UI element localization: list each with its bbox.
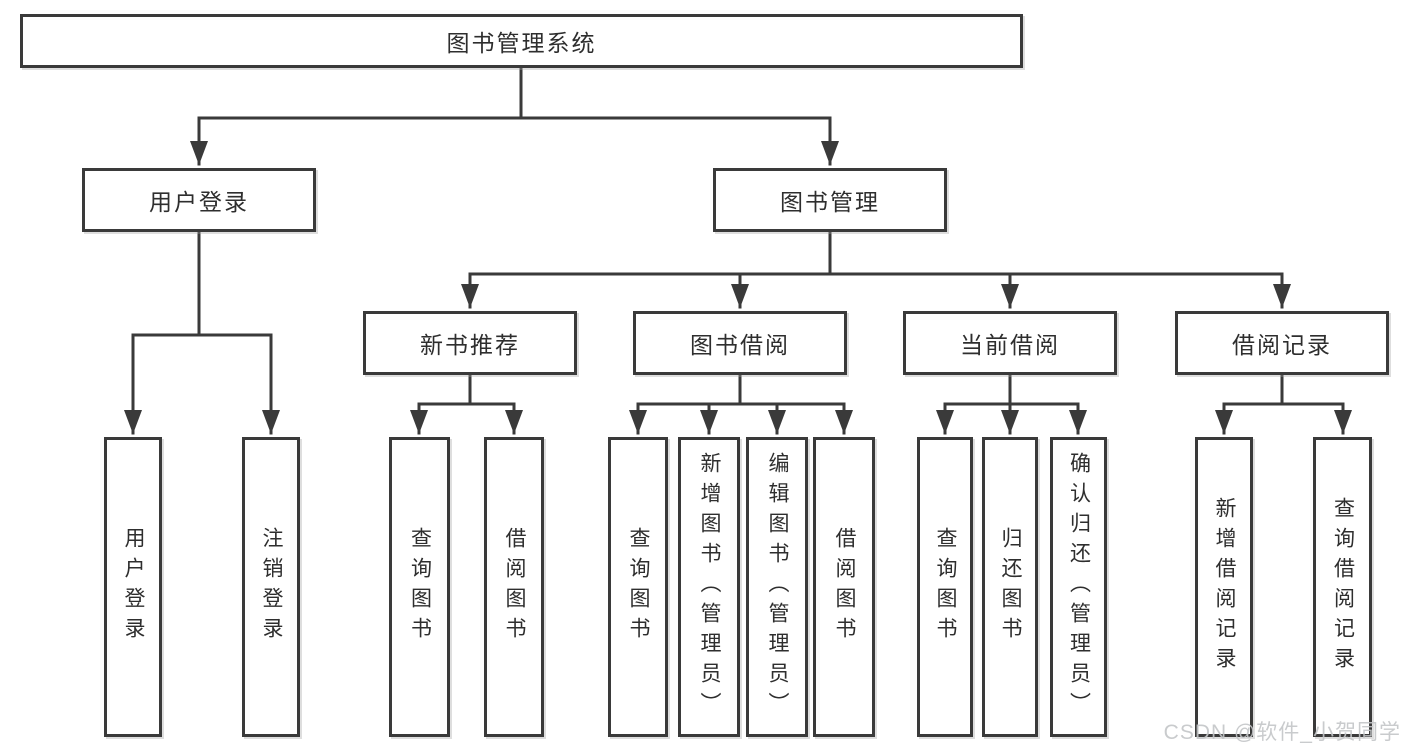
connector-book-mgmt-children [461, 230, 1291, 309]
leaf-nb-borrow-books-label: 借阅图书 [503, 527, 526, 647]
node-book-mgmt: 图书管理 [713, 168, 947, 232]
leaf-bb-edit-books-admin: 编辑图书（管理员） [746, 437, 808, 737]
leaf-cb-confirm-return-admin: 确认归还（管理员） [1050, 437, 1107, 737]
leaf-nb-query-books: 查询图书 [389, 437, 450, 737]
leaf-cb-return-books-label: 归还图书 [999, 527, 1022, 647]
leaf-br-query-record-label: 查询借阅记录 [1331, 497, 1355, 677]
node-root: 图书管理系统 [20, 14, 1023, 68]
leaf-bb-borrow-books: 借阅图书 [813, 437, 875, 737]
leaf-bb-borrow-books-label: 借阅图书 [833, 527, 856, 647]
leaf-br-query-record: 查询借阅记录 [1313, 437, 1372, 737]
connector-book-borrow-children [629, 373, 853, 435]
connector-new-book-rec-children [410, 373, 523, 435]
node-user-login: 用户登录 [82, 168, 316, 232]
node-current-borrow: 当前借阅 [903, 311, 1117, 375]
leaf-user-login: 用户登录 [104, 437, 162, 737]
connector-current-borrow-children [936, 373, 1087, 435]
node-book-borrow: 图书借阅 [633, 311, 847, 375]
leaf-cb-query-books-label: 查询图书 [934, 527, 957, 647]
node-book-mgmt-label: 图书管理 [780, 189, 880, 215]
leaf-cb-return-books: 归还图书 [982, 437, 1038, 737]
leaf-nb-query-books-label: 查询图书 [408, 527, 432, 647]
leaf-logout: 注销登录 [242, 437, 300, 737]
node-borrow-records: 借阅记录 [1175, 311, 1389, 375]
leaf-user-login-label: 用户登录 [122, 527, 145, 647]
leaf-br-add-record-label: 新增借阅记录 [1213, 497, 1236, 677]
node-book-borrow-label: 图书借阅 [690, 332, 790, 358]
leaf-bb-add-books-admin: 新增图书（管理员） [678, 437, 740, 737]
node-new-book-rec-label: 新书推荐 [420, 332, 520, 358]
connector-borrow-records-children [1215, 373, 1352, 435]
node-borrow-records-label: 借阅记录 [1232, 332, 1332, 358]
leaf-bb-query-books-label: 查询图书 [627, 527, 650, 647]
node-new-book-rec: 新书推荐 [363, 311, 577, 375]
leaf-nb-borrow-books: 借阅图书 [484, 437, 544, 737]
node-user-login-label: 用户登录 [149, 189, 249, 215]
leaf-bb-add-books-admin-label: 新增图书（管理员） [698, 452, 721, 722]
leaf-bb-query-books: 查询图书 [608, 437, 668, 737]
node-root-label: 图书管理系统 [446, 30, 597, 56]
node-current-borrow-label: 当前借阅 [960, 332, 1060, 358]
leaf-cb-confirm-return-admin-label: 确认归还（管理员） [1067, 452, 1091, 722]
watermark-text: CSDN @软件_小贺同学 [1163, 721, 1401, 744]
leaf-logout-label: 注销登录 [260, 527, 283, 647]
leaf-cb-query-books: 查询图书 [917, 437, 973, 737]
connector-root-to-level2 [190, 66, 839, 166]
leaf-br-add-record: 新增借阅记录 [1195, 437, 1253, 737]
leaf-bb-edit-books-admin-label: 编辑图书（管理员） [766, 452, 789, 722]
connector-user-login-children [124, 230, 280, 435]
